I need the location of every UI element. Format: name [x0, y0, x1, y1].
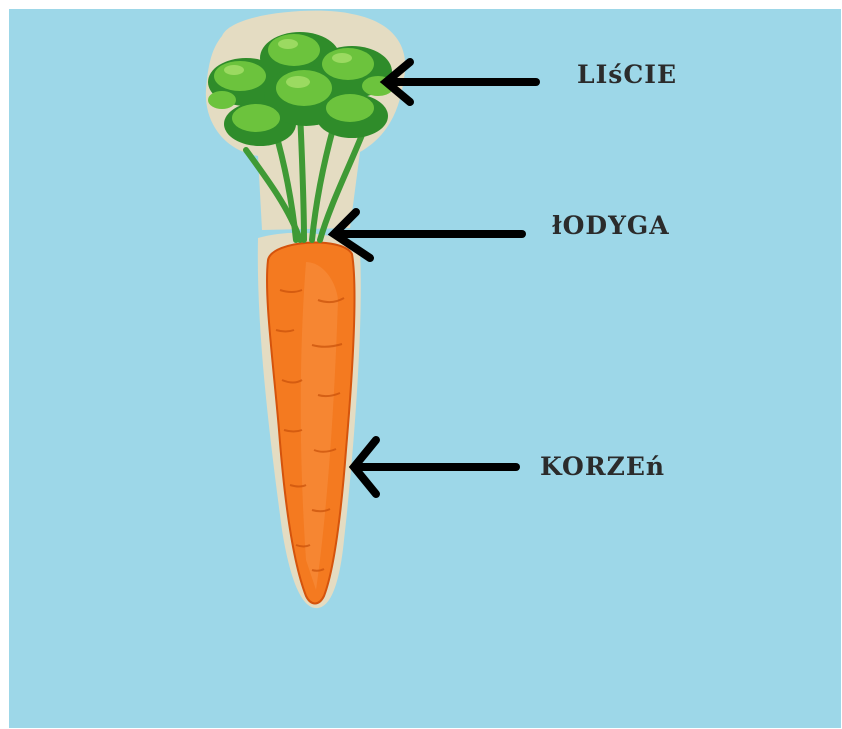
label-stem: łODYGA	[552, 211, 670, 240]
arrow-leaves	[386, 62, 536, 102]
arrow-stem	[334, 212, 522, 258]
label-leaves: LIśCIE	[577, 60, 677, 89]
label-root: KORZEń	[540, 452, 665, 481]
arrow-root	[354, 440, 516, 494]
